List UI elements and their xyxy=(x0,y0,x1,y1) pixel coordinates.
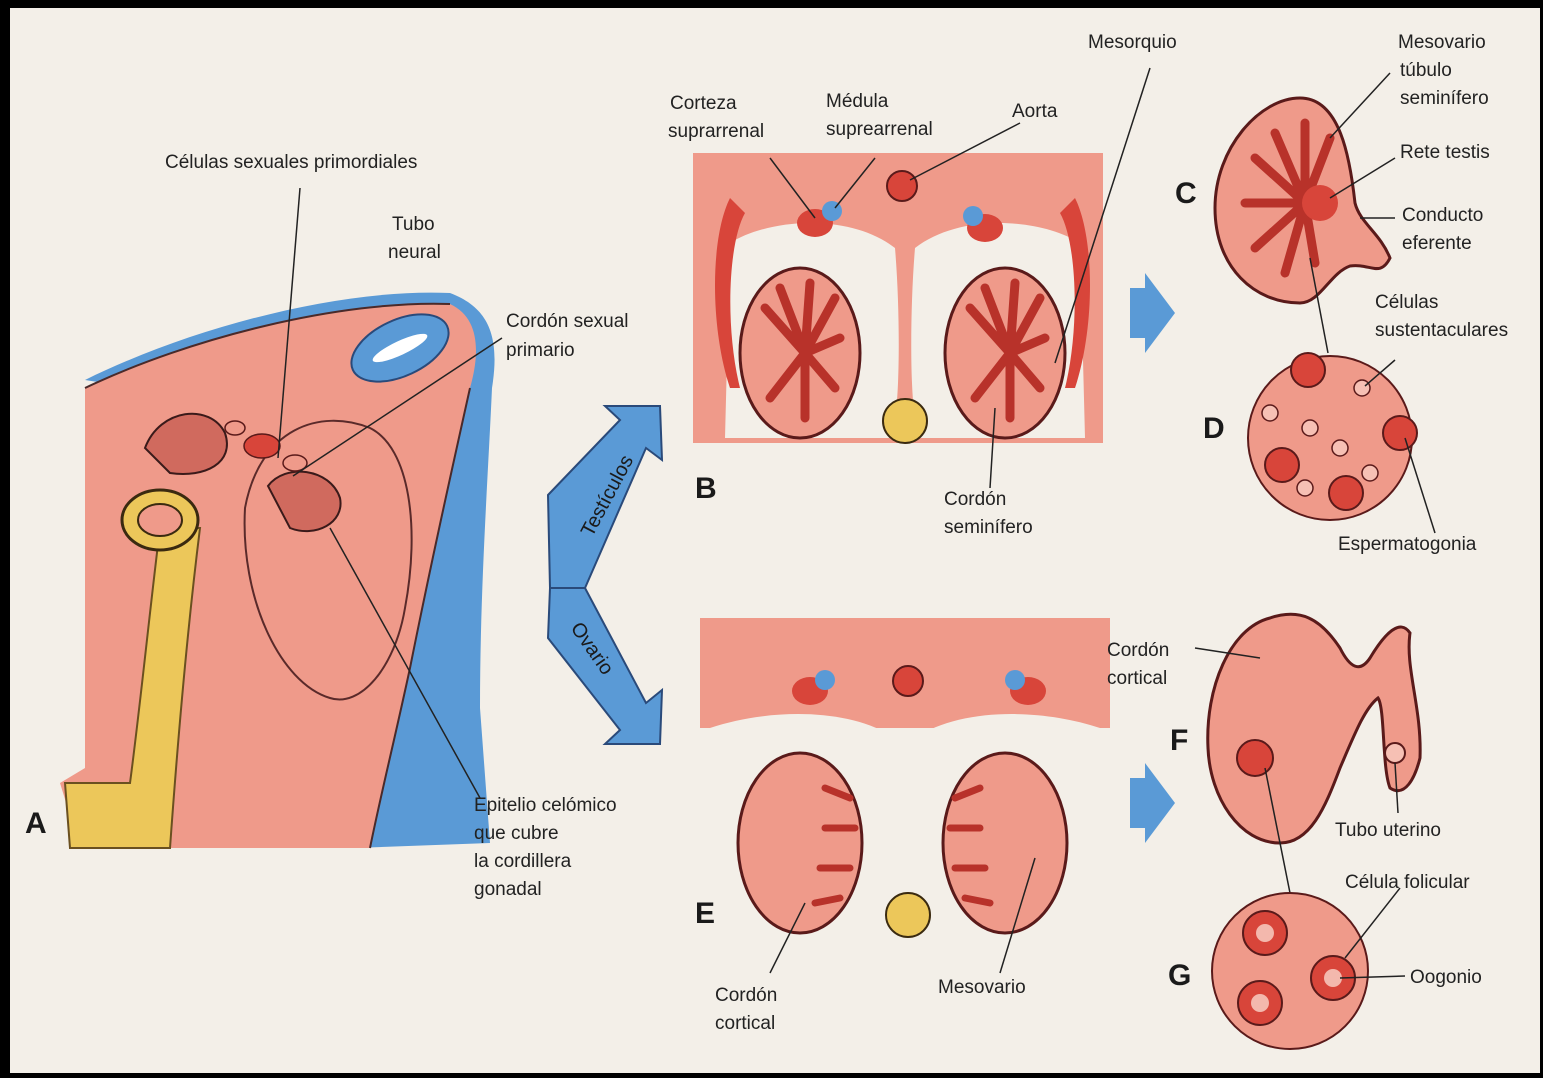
label-cordon-cortical-e-2: cortical xyxy=(715,1013,775,1034)
e-to-f-arrow xyxy=(1130,763,1175,843)
d-sertoli-1 xyxy=(1262,405,1278,421)
label-neural: neural xyxy=(388,242,441,263)
panel-e-illustration xyxy=(700,618,1175,973)
label-cordon-cortical-f-2: cortical xyxy=(1107,668,1167,689)
label-epitelio-3: la cordillera xyxy=(474,851,572,872)
label-celulas-1: Células xyxy=(1375,292,1438,313)
leader-d-esperm xyxy=(1405,438,1435,533)
label-conducto-2: eferente xyxy=(1402,233,1472,254)
label-cordon-seminifero-1: Cordón xyxy=(944,489,1006,510)
label-rete-testis: Rete testis xyxy=(1400,142,1490,163)
gonad-development-diagram: Testículos Ovario xyxy=(10,8,1540,1073)
b-medulla-right xyxy=(963,206,983,226)
label-conducto-1: Conducto xyxy=(1402,205,1483,226)
label-tubulo-2: seminífero xyxy=(1400,88,1489,109)
d-sertoli-2 xyxy=(1302,420,1318,436)
e-medulla-left xyxy=(815,670,835,690)
e-ovary-right xyxy=(943,753,1067,933)
d-sertoli-5 xyxy=(1362,465,1378,481)
panel-c-illustration xyxy=(1215,73,1395,353)
panel-letter-c: C xyxy=(1175,177,1197,210)
germ-cell-1 xyxy=(244,434,280,458)
f-tube-section xyxy=(1385,743,1405,763)
panel-letter-b: B xyxy=(695,472,717,505)
panel-letter-f: F xyxy=(1170,724,1188,757)
germ-cell-2 xyxy=(225,421,245,435)
label-corteza-2: suprarrenal xyxy=(668,121,764,142)
d-spermatogonium-2 xyxy=(1383,416,1417,450)
gut-lumen xyxy=(138,504,182,536)
d-sertoli-6 xyxy=(1297,480,1313,496)
d-spermatogonium-1 xyxy=(1291,353,1325,387)
label-primario: primario xyxy=(506,340,575,361)
g-follicle-2-core xyxy=(1251,994,1269,1012)
panel-f-illustration xyxy=(1195,614,1420,893)
e-gut xyxy=(886,893,930,937)
d-sertoli-3 xyxy=(1332,440,1348,456)
label-tubo: Tubo xyxy=(392,214,435,235)
b-aorta xyxy=(887,171,917,201)
label-cordon-cortical-e-1: Cordón xyxy=(715,985,777,1006)
f-ovary xyxy=(1208,614,1420,843)
leader-c-mesovario xyxy=(1330,73,1390,138)
e-aorta xyxy=(893,666,923,696)
panel-g-illustration xyxy=(1212,888,1405,1049)
label-epitelio-1: Epitelio celómico xyxy=(474,795,617,816)
c-rete xyxy=(1302,185,1338,221)
label-medula-2: suprearrenal xyxy=(826,119,933,140)
label-celula-folicular: Célula folicular xyxy=(1345,872,1470,893)
panel-d-illustration xyxy=(1248,353,1435,533)
label-mesovario-bottom: Mesovario xyxy=(938,977,1026,998)
d-spermatogonium-4 xyxy=(1329,476,1363,510)
label-cordon-cortical-f-1: Cordón xyxy=(1107,640,1169,661)
label-mesovario-top: Mesovario xyxy=(1398,32,1486,53)
panel-letter-g: G xyxy=(1168,959,1191,992)
panel-letter-e: E xyxy=(695,897,715,930)
label-tubulo-1: túbulo xyxy=(1400,60,1452,81)
label-espermatogonia: Espermatogonia xyxy=(1338,534,1477,555)
label-cordon-sexual: Cordón sexual xyxy=(506,311,629,332)
b-to-c-arrow xyxy=(1130,273,1175,353)
label-tubo-uterino: Tubo uterino xyxy=(1335,820,1441,841)
d-spermatogonium-3 xyxy=(1265,448,1299,482)
label-oogonio: Oogonio xyxy=(1410,967,1482,988)
label-celulas-2: sustentaculares xyxy=(1375,320,1508,341)
label-cordon-seminifero-2: seminífero xyxy=(944,517,1033,538)
label-epitelio-2: que cubre xyxy=(474,823,559,844)
e-ovary-left xyxy=(738,753,862,933)
leader-g-folicular xyxy=(1345,888,1400,958)
g-follicle-3-core xyxy=(1324,969,1342,987)
label-mesorquio: Mesorquio xyxy=(1088,32,1177,53)
label-epitelio-4: gonadal xyxy=(474,879,542,900)
branch-arrows: Testículos Ovario xyxy=(548,406,662,744)
label-celulas-primordiales: Células sexuales primordiales xyxy=(165,152,417,173)
panel-b-illustration xyxy=(693,68,1175,488)
label-corteza-1: Corteza xyxy=(670,93,737,114)
e-medulla-right xyxy=(1005,670,1025,690)
label-medula-1: Médula xyxy=(826,91,889,112)
figure-frame: Testículos Ovario xyxy=(10,8,1540,1073)
panel-letter-a: A xyxy=(25,807,47,840)
panel-a-illustration xyxy=(60,188,502,848)
panel-letter-d: D xyxy=(1203,412,1225,445)
b-gut xyxy=(883,399,927,443)
g-follicle-1-core xyxy=(1256,924,1274,942)
f-follicle xyxy=(1237,740,1273,776)
d-sertoli-4 xyxy=(1354,380,1370,396)
label-aorta: Aorta xyxy=(1012,101,1058,122)
